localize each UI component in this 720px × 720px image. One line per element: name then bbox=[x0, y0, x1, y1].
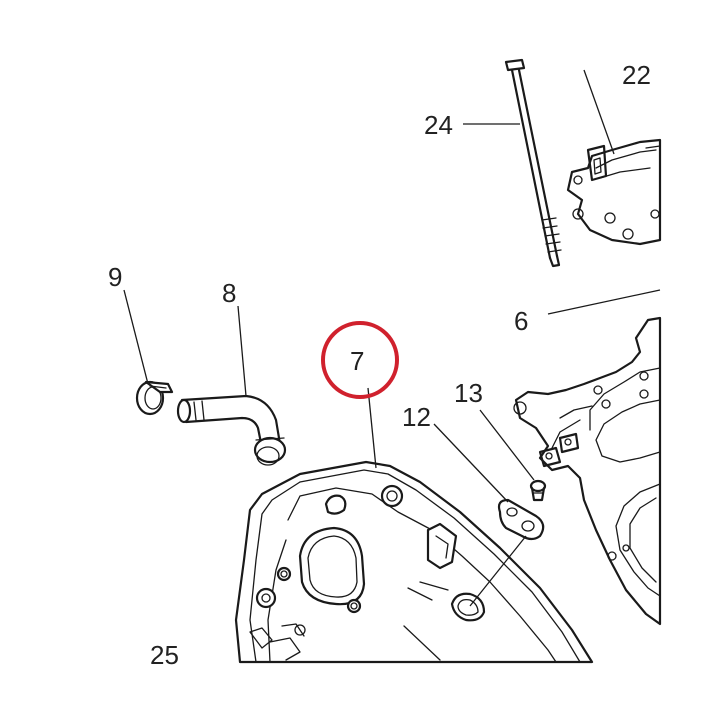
leader-9 bbox=[123, 289, 149, 385]
leader-8 bbox=[237, 305, 247, 397]
part-12-gasket bbox=[497, 498, 545, 541]
callout-13: 13 bbox=[454, 378, 483, 408]
part-9-clamp bbox=[135, 380, 174, 416]
callout-12: 12 bbox=[402, 402, 431, 432]
callout-8: 8 bbox=[222, 278, 236, 308]
callout-22: 22 bbox=[622, 60, 651, 90]
leader-22 bbox=[583, 69, 615, 155]
part-8-hose bbox=[176, 394, 287, 466]
part-13-screw bbox=[529, 479, 547, 502]
part-22-bracket bbox=[566, 138, 662, 246]
callout-25: 25 bbox=[150, 640, 179, 670]
part-24-bolt bbox=[504, 58, 562, 268]
callout-7: 7 bbox=[350, 346, 364, 376]
callout-9: 9 bbox=[108, 262, 122, 292]
part-6-frame bbox=[513, 316, 662, 626]
leader-12-to-cover bbox=[469, 535, 527, 607]
leader-13 bbox=[479, 409, 535, 481]
leader-7 bbox=[367, 387, 377, 469]
callout-24: 24 bbox=[424, 110, 453, 140]
leader-12 bbox=[433, 423, 509, 503]
part-7-cover bbox=[234, 460, 594, 664]
callout-6: 6 bbox=[514, 306, 528, 336]
leader-6 bbox=[547, 289, 661, 315]
highlight-circle-7 bbox=[321, 321, 399, 399]
